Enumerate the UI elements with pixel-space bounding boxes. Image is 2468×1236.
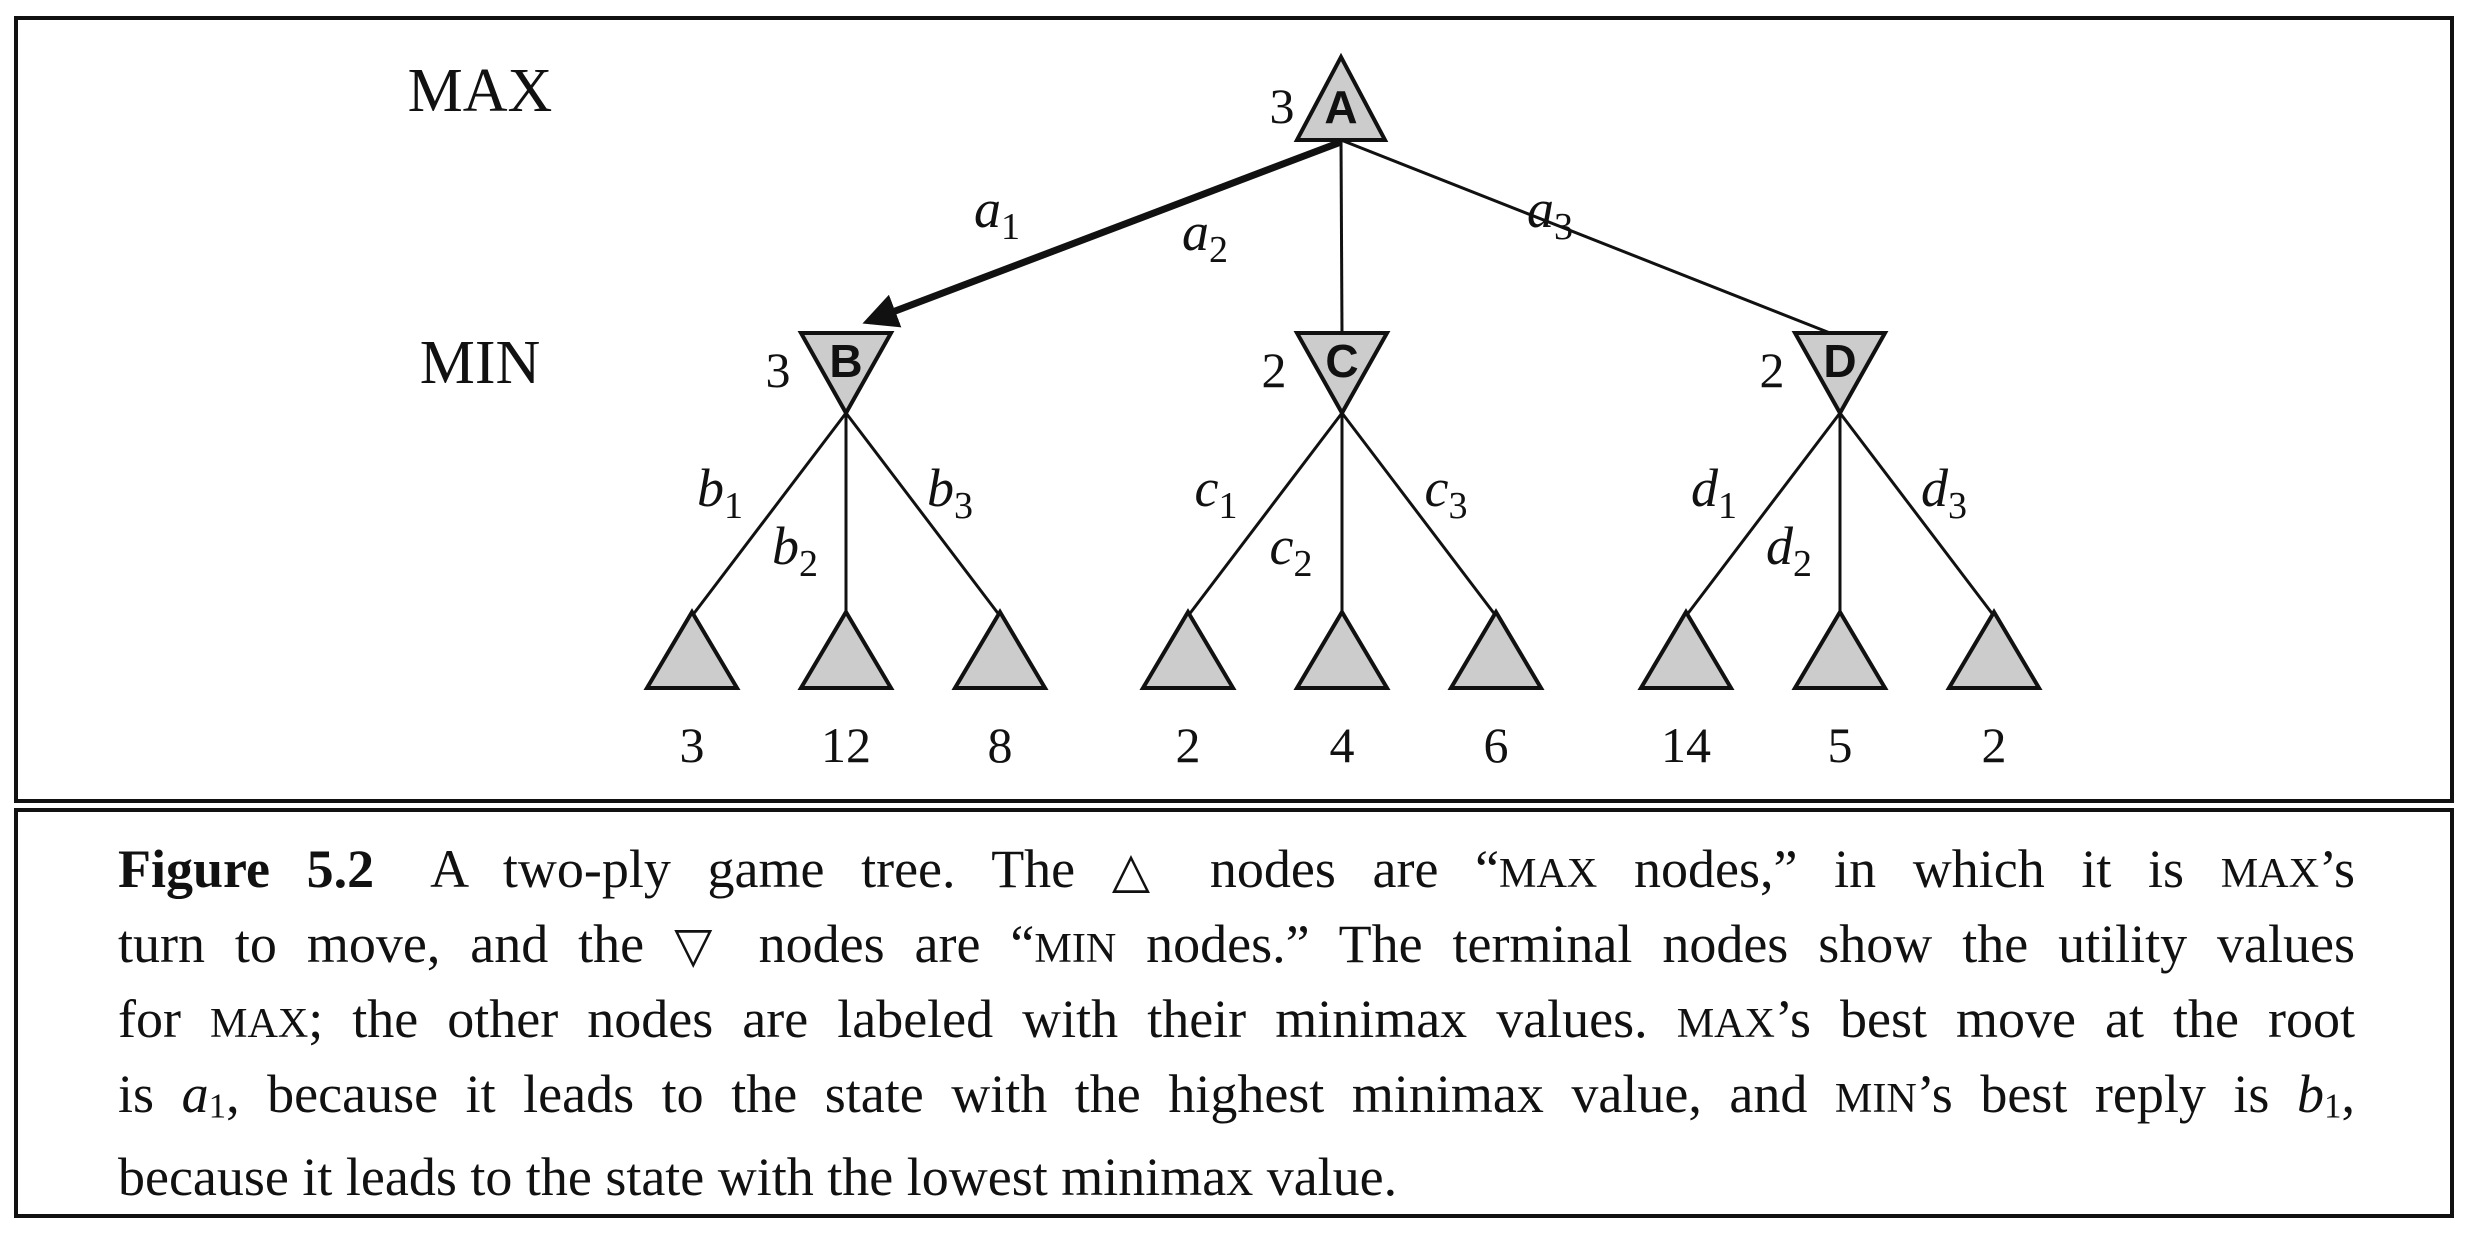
min-node-D (1791, 331, 1889, 418)
caption-line-2: turn to move, and the ▽ nodes are “MIN n… (118, 914, 2355, 974)
leaf-node (1791, 608, 1889, 690)
leaf-value: 5 (1828, 717, 1853, 773)
leaf-value: 14 (1661, 717, 1711, 773)
leaf-value: 12 (821, 717, 871, 773)
edge-label-b3: b3 (927, 458, 973, 527)
node-letter-C: C (1325, 335, 1358, 387)
max-node-A (1293, 52, 1389, 142)
edge-label-a2: a2 (1182, 202, 1228, 271)
leaf-node (797, 608, 895, 690)
edge-label-b1: b1 (697, 458, 743, 527)
edge-label-d2: d2 (1766, 516, 1812, 585)
leaf-node (1447, 608, 1545, 690)
min-node-C (1293, 331, 1391, 418)
caption-line-4: is a1, because it leads to the state wit… (118, 1064, 2355, 1126)
edge-label-a1: a1 (974, 179, 1020, 248)
min-node-B (797, 331, 895, 418)
leaf-node (1293, 608, 1391, 690)
edge-label-b2: b2 (772, 516, 818, 585)
leaf-value: 4 (1330, 717, 1355, 773)
edge-a3 (1340, 138, 1831, 335)
edge-d1 (1684, 412, 1842, 617)
leaf-value: 3 (680, 717, 705, 773)
edge-c1 (1186, 412, 1344, 617)
edge-label-c2: c2 (1270, 516, 1313, 585)
min-row-label: MIN (419, 329, 541, 397)
leaf-node (643, 608, 741, 690)
edge-c3 (1340, 412, 1498, 617)
edge-a1 (862, 138, 1343, 328)
max-row-label: MAX (407, 57, 553, 125)
leaf-node (1139, 608, 1237, 690)
edge-label-d3: d3 (1921, 458, 1967, 527)
node-letter-B: B (829, 335, 862, 387)
leaf-value: 2 (1176, 717, 1201, 773)
node-value-D: 2 (1760, 342, 1785, 398)
edge-a2 (1339, 139, 1344, 334)
caption-line-3: for MAX; the other nodes are labeled wit… (118, 989, 2355, 1049)
node-value-C: 2 (1262, 342, 1287, 398)
edge-label-c3: c3 (1425, 458, 1468, 527)
leaf-value: 6 (1484, 717, 1509, 773)
leaf-node (951, 608, 1049, 690)
leaf-value: 2 (1982, 717, 2007, 773)
node-value-A: 3 (1270, 78, 1295, 134)
node-letter-A: A (1324, 81, 1357, 133)
leaf-node (1945, 608, 2043, 690)
node-value-B: 3 (766, 342, 791, 398)
edge-label-c1: c1 (1195, 458, 1238, 527)
leaf-node (1637, 608, 1735, 690)
edge-d3 (1838, 412, 1996, 617)
edge-label-d1: d1 (1691, 458, 1737, 527)
leaf-value: 8 (988, 717, 1013, 773)
edge-label-a3: a3 (1527, 179, 1573, 248)
edge-b1 (690, 412, 848, 617)
caption-line-5: because it leads to the state with the l… (118, 1146, 1398, 1207)
node-letter-D: D (1823, 335, 1856, 387)
edge-b3 (844, 412, 1002, 617)
